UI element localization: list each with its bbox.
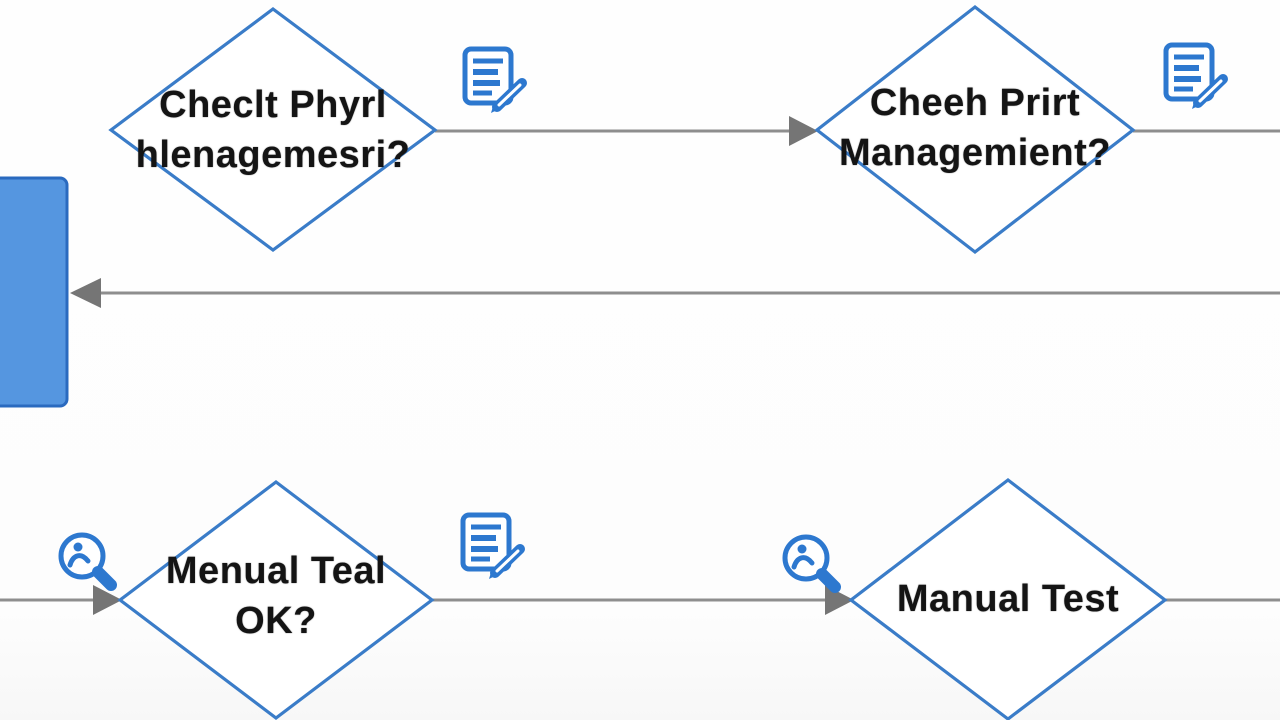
decision-label-line: hlenagemesri?: [135, 134, 411, 176]
magnifier-person-icon: [785, 537, 835, 587]
decision-label-bottom-right: Manual Test: [844, 574, 1172, 624]
decision-label-line: Manual Test: [896, 578, 1120, 620]
arrowhead-into-top-right-decision: [789, 116, 818, 146]
decision-label-top-left: Checlt Phyrl hlenagemesri?: [103, 80, 443, 180]
decision-label-line: OK?: [235, 600, 317, 642]
document-edit-icon: [463, 515, 520, 579]
arrowhead-into-process: [70, 278, 101, 308]
arrowhead-into-bottom-right-decision: [825, 585, 854, 615]
decision-label-line: Menual Teal: [165, 550, 387, 592]
decision-label-bottom-left: Menual Teal OK?: [116, 546, 436, 646]
decision-node-top-left: [108, 7, 438, 252]
arrowhead-into-bottom-left-decision: [93, 585, 122, 615]
decision-node-bottom-right: [848, 477, 1168, 720]
decision-label-top-right: Cheeh Prirt Managemient?: [808, 78, 1142, 178]
decision-node-top-right: [814, 4, 1136, 255]
document-edit-icon: [465, 49, 522, 113]
document-edit-icon: [1166, 45, 1223, 109]
decision-label-line: Checlt Phyrl: [159, 84, 387, 126]
process-node-left: [0, 176, 69, 408]
magnifier-person-icon: [61, 535, 111, 585]
decision-node-bottom-left: [117, 479, 435, 720]
decision-label-line: Cheeh Prirt: [869, 82, 1081, 124]
decision-label-line: Managemient?: [838, 132, 1112, 174]
